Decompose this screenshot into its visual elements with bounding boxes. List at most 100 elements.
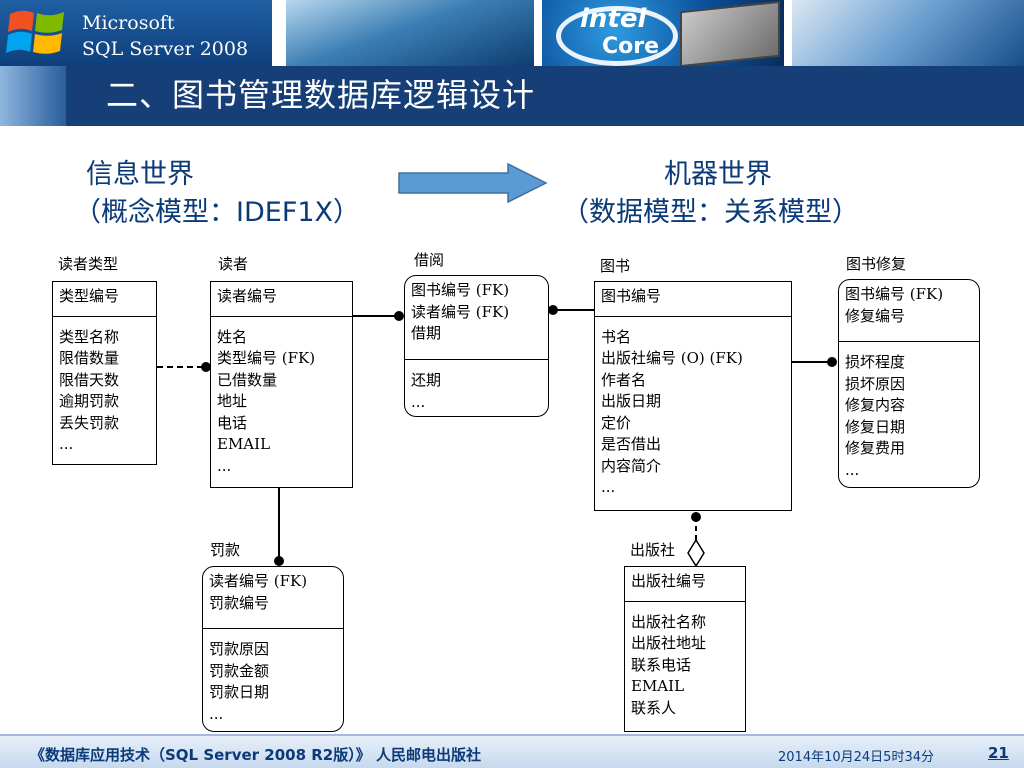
attr-field: ... bbox=[601, 478, 616, 496]
machine-model-heading: （数据模型：关系模型） bbox=[562, 197, 859, 228]
rel-dot-fine bbox=[274, 556, 284, 566]
page-number: 21 bbox=[988, 744, 1009, 762]
attr-field: 出版社名称 bbox=[631, 612, 707, 631]
key-field: 图书编号 (FK) bbox=[411, 281, 510, 299]
banner-image-waves bbox=[286, 0, 534, 66]
attr-field: 地址 bbox=[217, 392, 248, 410]
entity-attrs: 类型名称 限借数量 限借天数 逾期罚款 丢失罚款 ... bbox=[53, 317, 156, 460]
entity-label-book: 图书 bbox=[600, 257, 631, 275]
windows-flag-icon bbox=[6, 10, 64, 54]
key-field: 借期 bbox=[411, 324, 442, 342]
entity-attrs: 罚款原因 罚款金额 罚款日期 ... bbox=[203, 629, 343, 729]
entity-keys: 读者编号 bbox=[211, 282, 352, 317]
attr-field: 作者名 bbox=[601, 370, 647, 389]
entity-book-repair: 图书编号 (FK) 修复编号 损坏程度 损坏原因 修复内容 修复日期 修复费用 … bbox=[838, 279, 980, 488]
attr-field: 丢失罚款 bbox=[59, 413, 120, 432]
entity-keys: 出版社编号 bbox=[625, 567, 745, 602]
sql-server-logo-panel: Microsoft SQL Server 2008 bbox=[0, 0, 272, 66]
rel-dot-reader bbox=[201, 362, 211, 372]
key-field: 修复编号 bbox=[845, 306, 906, 325]
attr-field: 出版社地址 bbox=[631, 634, 707, 652]
attr-field: ... bbox=[209, 704, 224, 723]
entity-keys: 类型编号 bbox=[53, 282, 156, 317]
info-model-heading: （概念模型：IDEF1X） bbox=[74, 197, 361, 228]
entity-attrs: 书名 出版社编号 (O) (FK) 作者名 出版日期 定价 是否借出 内容简介 … bbox=[595, 317, 791, 503]
entity-keys: 读者编号 (FK) 罚款编号 bbox=[203, 567, 343, 629]
attr-field: 类型名称 bbox=[59, 327, 120, 346]
attr-field: 损坏程度 bbox=[845, 353, 906, 371]
attr-field: 姓名 bbox=[217, 327, 248, 346]
key-field: 出版社编号 bbox=[631, 572, 707, 590]
right-arrow-icon bbox=[398, 163, 548, 203]
entity-label-publisher: 出版社 bbox=[630, 541, 676, 559]
title-bar bbox=[66, 66, 1024, 126]
attr-field: 罚款金额 bbox=[209, 661, 270, 680]
entity-label-book-repair: 图书修复 bbox=[846, 255, 907, 273]
entity-attrs: 还期 ... bbox=[405, 360, 548, 417]
rel-dot-repair bbox=[827, 357, 837, 367]
attr-field: 已借数量 bbox=[217, 370, 278, 389]
key-field: 类型编号 bbox=[59, 287, 120, 305]
entity-attrs: 姓名 类型编号 (FK) 已借数量 地址 电话 EMAIL ... bbox=[211, 317, 352, 482]
slide-header: Microsoft SQL Server 2008 intel Core 二、图… bbox=[0, 0, 1024, 128]
banner-image-abstract bbox=[792, 0, 1024, 66]
entity-attrs: 损坏程度 损坏原因 修复内容 修复日期 修复费用 ... bbox=[839, 342, 979, 485]
diamond-icon bbox=[687, 538, 705, 568]
key-field: 读者编号 (FK) bbox=[209, 572, 308, 590]
attr-field: 类型编号 (FK) bbox=[217, 349, 316, 367]
title-bar-accent bbox=[0, 66, 66, 126]
machine-world-heading: 机器世界 bbox=[664, 159, 772, 190]
attr-field: 出版日期 bbox=[601, 392, 662, 410]
info-world-heading: 信息世界 bbox=[86, 159, 194, 190]
entity-fine: 读者编号 (FK) 罚款编号 罚款原因 罚款金额 罚款日期 ... bbox=[202, 566, 344, 732]
brand-microsoft: Microsoft bbox=[82, 12, 175, 34]
attr-field: 限借数量 bbox=[59, 349, 120, 367]
rel-dot-borrow-left bbox=[394, 311, 404, 321]
slide-title: 二、图书管理数据库逻辑设计 bbox=[106, 76, 536, 114]
slide-footer: 《数据库应用技术（SQL Server 2008 R2版）》 人民邮电出版社 2… bbox=[0, 734, 1024, 768]
entity-label-reader-type: 读者类型 bbox=[58, 255, 119, 273]
intel-ring-icon bbox=[556, 6, 678, 66]
attr-field: ... bbox=[411, 392, 426, 411]
attr-field: 逾期罚款 bbox=[59, 392, 120, 410]
key-field: 图书编号 bbox=[601, 287, 662, 305]
attr-field: 出版社编号 (O) (FK) bbox=[601, 349, 743, 367]
footer-date: 2014年10月24日5时34分 bbox=[778, 750, 934, 765]
attr-field: 修复日期 bbox=[845, 417, 906, 436]
attr-field: 联系电话 bbox=[631, 655, 692, 674]
attr-field: ... bbox=[845, 460, 860, 479]
entity-reader: 读者编号 姓名 类型编号 (FK) 已借数量 地址 电话 EMAIL ... bbox=[210, 281, 353, 488]
entity-keys: 图书编号 (FK) 修复编号 bbox=[839, 280, 979, 342]
attr-field: 是否借出 bbox=[601, 435, 662, 453]
attr-field: 限借天数 bbox=[59, 370, 120, 389]
entity-reader-type: 类型编号 类型名称 限借数量 限借天数 逾期罚款 丢失罚款 ... bbox=[52, 281, 157, 465]
key-field: 罚款编号 bbox=[209, 593, 270, 612]
entity-keys: 图书编号 bbox=[595, 282, 791, 317]
attr-field: 书名 bbox=[601, 327, 632, 346]
attr-field: 修复内容 bbox=[845, 396, 906, 414]
entity-publisher: 出版社编号 出版社名称 出版社地址 联系电话 EMAIL 联系人 bbox=[624, 566, 746, 732]
attr-field: ... bbox=[217, 456, 232, 475]
attr-field: EMAIL bbox=[217, 435, 271, 453]
attr-field: EMAIL bbox=[631, 677, 685, 695]
banner-image-intel: intel Core bbox=[542, 0, 784, 66]
attr-field: 电话 bbox=[217, 413, 248, 432]
key-field: 读者编号 (FK) bbox=[411, 302, 510, 321]
entity-label-borrow: 借阅 bbox=[414, 251, 445, 269]
entity-label-fine: 罚款 bbox=[210, 541, 241, 559]
rel-dot-borrow-right bbox=[548, 305, 558, 315]
attr-field: 修复费用 bbox=[845, 439, 906, 457]
entity-borrow: 图书编号 (FK) 读者编号 (FK) 借期 还期 ... bbox=[404, 275, 549, 417]
entity-label-reader: 读者 bbox=[218, 255, 249, 273]
key-field: 图书编号 (FK) bbox=[845, 285, 944, 303]
core-logo-text: Core bbox=[602, 34, 660, 59]
intel-logo-text: intel bbox=[580, 4, 647, 34]
attr-field: 罚款日期 bbox=[209, 683, 270, 701]
entity-book: 图书编号 书名 出版社编号 (O) (FK) 作者名 出版日期 定价 是否借出 … bbox=[594, 281, 792, 511]
attr-field: 定价 bbox=[601, 413, 632, 432]
entity-keys: 图书编号 (FK) 读者编号 (FK) 借期 bbox=[405, 276, 548, 360]
attr-field: ... bbox=[59, 435, 74, 453]
attr-field: 内容简介 bbox=[601, 456, 662, 475]
entity-attrs: 出版社名称 出版社地址 联系电话 EMAIL 联系人 bbox=[625, 602, 745, 724]
